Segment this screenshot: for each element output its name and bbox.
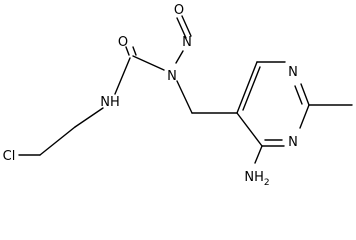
atom-label-ring-nitrogen-3: N	[288, 135, 298, 150]
bond-ring-c4-c5	[236, 112, 263, 147]
atom-label-amino: NH2	[244, 170, 269, 188]
atom-label-ring-nitrogen-1: N	[288, 65, 298, 80]
atom-label-amino-main: NH	[244, 170, 264, 185]
bond-carbonyl-c-o-right	[132, 46, 137, 56]
bond-nh-ch2	[74, 107, 104, 128]
bond-carbonyl-c-o-left	[125, 46, 130, 56]
bond-nitroso-n-o-inner	[181, 15, 192, 37]
atom-label-nh: NH	[100, 95, 120, 110]
chemical-structure-diagram: O N O N NH Cl N N NH2	[3, 3, 353, 188]
bond-ch2-ch2	[39, 126, 76, 156]
bond-ring-c5-c6-inner	[242, 66, 261, 111]
atom-label-amino-subscript: 2	[264, 178, 270, 188]
bond-ring-c2-n3	[299, 104, 310, 129]
bond-ring-n1-c2	[300, 83, 310, 106]
bond-nitroso-n-o-outer	[176, 17, 187, 39]
bond-nitroso-n-amine-n	[175, 50, 184, 64]
atom-label-chlorine: Cl	[3, 149, 16, 164]
bond-c4-nh2	[254, 145, 263, 164]
atom-label-nitroso-nitrogen: N	[182, 35, 192, 50]
atom-label-amine-nitrogen: N	[167, 69, 177, 84]
bond-ring-c5-c6	[236, 61, 258, 114]
atom-label-carbonyl-oxygen: O	[118, 35, 128, 50]
bond-amine-n-carbonyl-c	[132, 55, 165, 71]
atom-label-nitroso-oxygen: O	[174, 3, 184, 18]
bond-carbonyl-c-nh	[114, 57, 131, 95]
bond-amine-n-ch2	[176, 80, 193, 114]
bond-ring-n1-c2-inner	[294, 85, 303, 105]
